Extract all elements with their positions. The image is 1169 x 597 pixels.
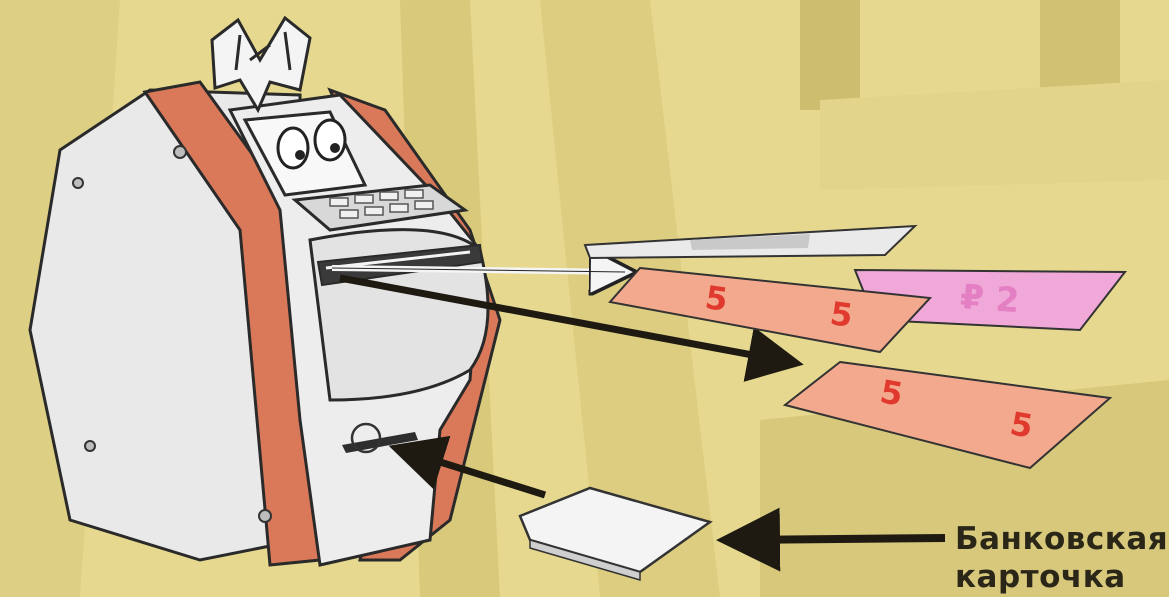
caption-line-1: Банковская <box>955 520 1169 558</box>
bank-card-caption: Банковская карточка <box>955 520 1169 596</box>
svg-text:₽ 2: ₽ 2 <box>959 277 1021 321</box>
caption-pointer-arrow <box>732 538 945 540</box>
caption-line-2: карточка <box>955 558 1169 596</box>
